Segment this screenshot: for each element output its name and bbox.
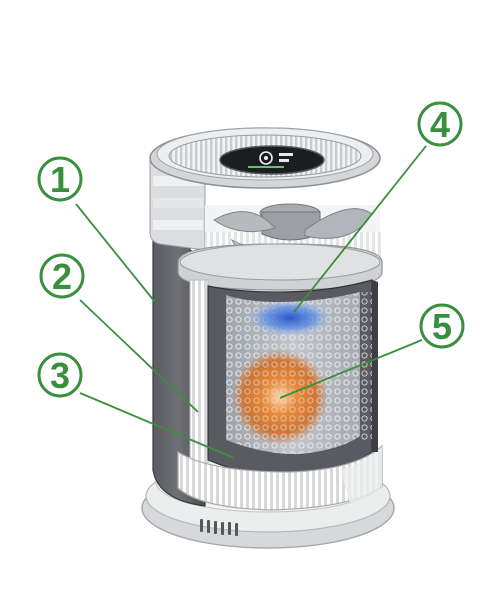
callout-4-number: 4 [430,104,450,145]
leader-line-2 [79,299,199,413]
display-icon [248,151,293,168]
leader-lines [75,145,427,459]
leader-line-4 [293,145,427,313]
leader-line-5 [279,339,423,399]
leader-line-1 [75,203,156,303]
mid-collar [177,243,383,291]
outer-shell-right [372,280,378,452]
callout-3: 3 [37,352,83,398]
base-vent-slots [200,519,238,536]
inner-chamber [207,279,378,477]
blue-indicator [248,300,332,336]
callout-2: 2 [39,253,85,299]
callout-2-number: 2 [52,256,72,297]
callout-1-number: 1 [50,159,70,200]
callout-5-number: 5 [432,306,452,347]
callout-3-number: 3 [50,355,70,396]
leader-line-3 [79,392,235,459]
callout-4: 4 [417,101,463,147]
top-cap [149,127,381,189]
lower-filter-ring [177,444,383,511]
callout-1: 1 [37,156,83,202]
callout-5: 5 [419,303,465,349]
pre-filter [189,279,209,486]
